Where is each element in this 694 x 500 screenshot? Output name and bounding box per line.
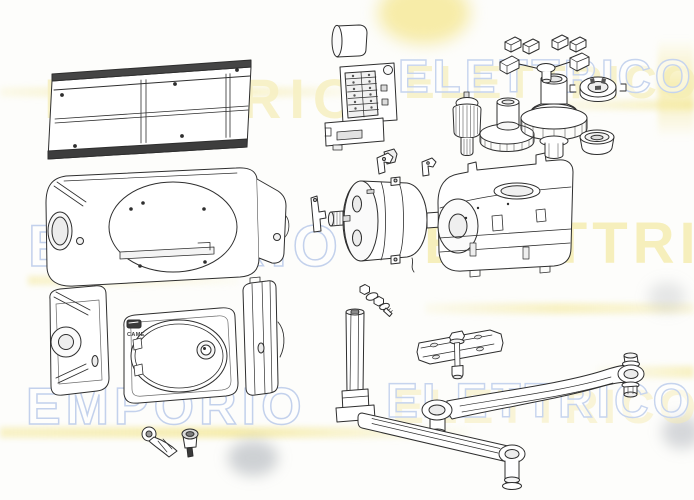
part-electric-motor — [342, 176, 445, 273]
part-bearing-cup — [579, 129, 615, 155]
part-mounting-bracket — [416, 329, 504, 380]
part-hardware-kit — [359, 284, 393, 317]
part-terminal-board — [324, 62, 398, 165]
part-capacitor — [331, 24, 368, 58]
part-gearbox-housing — [437, 152, 574, 278]
part-intermediate-gear — [479, 97, 535, 152]
part-side-cover — [242, 276, 285, 396]
part-front-cover: CAME — [123, 307, 239, 404]
part-switch-brackets — [376, 152, 437, 177]
part-straight-arm — [335, 308, 526, 490]
part-mounting-base-plate — [47, 59, 252, 160]
came-logo-text: CAME — [127, 332, 145, 338]
part-curved-arm — [421, 352, 645, 442]
part-housing-body — [45, 167, 290, 287]
part-ring-nut — [569, 76, 627, 102]
part-rear-cover — [49, 285, 110, 396]
part-pinion-gear — [452, 91, 482, 156]
part-clutch-pads — [499, 34, 590, 84]
part-release-key — [141, 426, 178, 458]
part-release-knob — [181, 428, 199, 458]
part-release-lever-coupler — [310, 195, 351, 233]
